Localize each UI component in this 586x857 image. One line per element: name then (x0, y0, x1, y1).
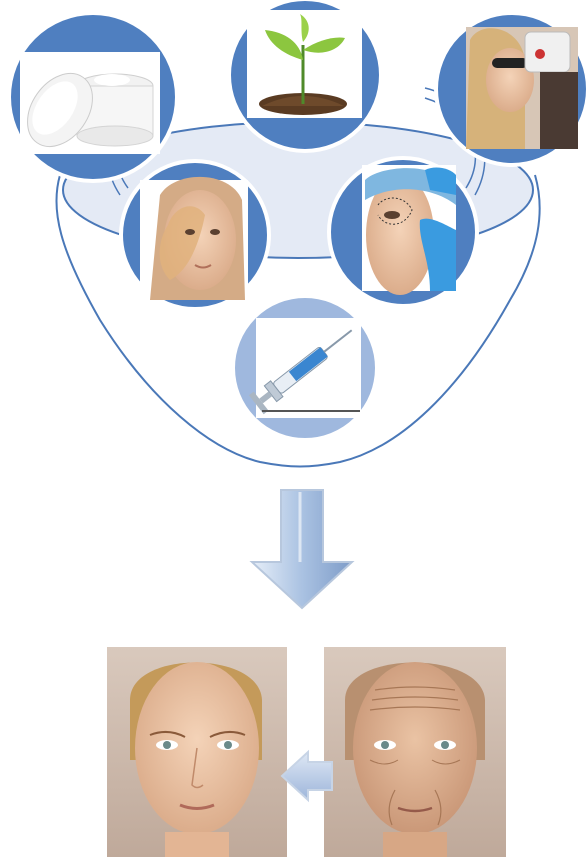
young-face-image (107, 647, 287, 857)
treatment-injection (233, 296, 377, 440)
treatment-plant (229, 0, 381, 151)
treatment-cream (9, 13, 177, 181)
facial-surgery-icon (365, 168, 456, 295)
treatment-laser (436, 13, 586, 165)
face-peel-icon (150, 177, 245, 300)
aged-face-image (324, 647, 506, 857)
down-arrow-icon (252, 490, 352, 608)
treatment-surgery (329, 158, 477, 306)
treatment-peel (121, 161, 269, 309)
